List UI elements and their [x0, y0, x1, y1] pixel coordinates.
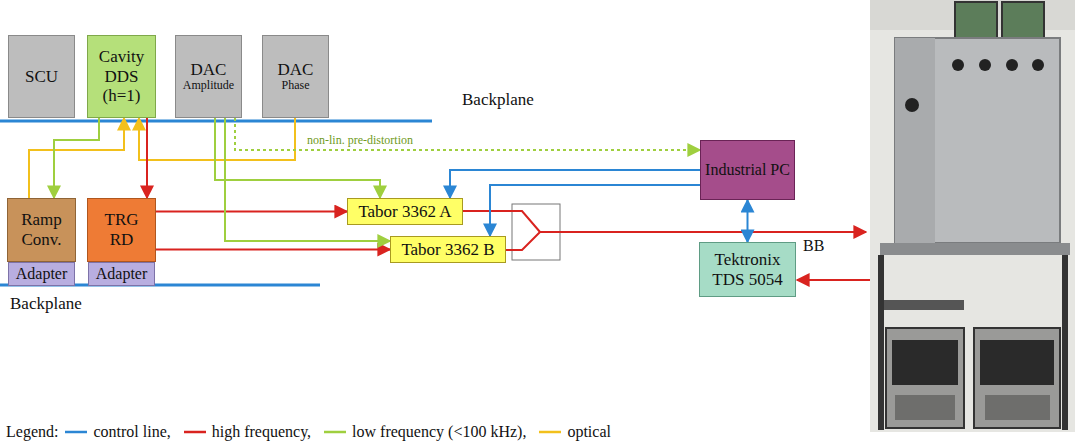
legend-line-sample — [538, 427, 562, 437]
air-filter — [1002, 2, 1044, 38]
adapter-box: Adapter — [88, 262, 155, 286]
signal-connector — [490, 185, 700, 236]
cabinet-hole — [905, 98, 919, 112]
signal-connector — [156, 249, 390, 251]
air-filter — [955, 2, 997, 38]
node-text: Tabor 3362 B — [401, 240, 494, 260]
bus-label: Backplane — [10, 294, 82, 314]
node-text: Adapter — [96, 265, 148, 283]
cabinet-hole — [1032, 59, 1044, 71]
legend-heading: Legend: — [6, 423, 58, 441]
node-text: DAC — [278, 60, 314, 80]
node-text: Phase — [282, 79, 310, 93]
node-text: Amplitude — [183, 79, 234, 93]
legend-line — [65, 431, 87, 434]
node-text: SCU — [25, 67, 58, 87]
control-unit-box: SCU — [8, 35, 75, 118]
rf-output-wire — [540, 231, 866, 233]
legend-line-sample — [183, 427, 207, 437]
amplifier-vent — [985, 395, 1050, 420]
dds-box: Cavity DDS (h=1) — [87, 35, 156, 118]
legend-item: control line, — [64, 423, 170, 441]
node-text: Adapter — [16, 265, 68, 283]
legend-line — [539, 431, 561, 434]
photo-background — [870, 0, 1075, 432]
signal-connector — [215, 118, 380, 198]
legend-line-sample — [323, 427, 347, 437]
node-text: DAC — [191, 60, 227, 80]
rack-frame — [1062, 255, 1068, 430]
dac-box: DACPhase — [262, 35, 329, 118]
node-text: Tektronix TDS 5054 — [703, 250, 792, 289]
amplifier-front — [892, 340, 958, 385]
signal-connector — [235, 118, 700, 150]
computer-box: Industrial PC — [700, 140, 795, 200]
signal-connector — [747, 200, 749, 242]
legend-text: low frequency (<100 kHz), — [352, 423, 526, 441]
signal-label: BB — [803, 237, 824, 255]
cabinet-shelf — [880, 243, 1070, 255]
legend-text: control line, — [93, 423, 170, 441]
node-text: Cavity DDS (h=1) — [91, 47, 152, 106]
signal-connector — [54, 118, 99, 198]
rf-wire — [506, 232, 540, 250]
legend-item: high frequency, — [183, 423, 311, 441]
signal-connector — [29, 118, 124, 198]
signal-connector — [139, 118, 295, 160]
amplifier-unit — [974, 328, 1060, 428]
cabinet-hole — [1006, 59, 1018, 71]
oscilloscope-box: Tektronix TDS 5054 — [699, 242, 796, 297]
trigger-box: TRG RD — [87, 198, 156, 262]
adapter-box: Adapter — [8, 262, 75, 286]
legend-line — [324, 431, 346, 434]
connector-label: non-lin. pre-distortion — [305, 134, 415, 147]
node-text: TRG RD — [91, 210, 152, 249]
node-text: Ramp Conv. — [11, 210, 72, 249]
legend: Legend: control line, high frequency, low f… — [6, 423, 617, 441]
legend-text: high frequency, — [212, 423, 311, 441]
cabinet-side — [895, 38, 935, 243]
node-text: Tabor 3362 A — [358, 202, 451, 222]
dac-box: DACAmplitude — [175, 35, 242, 118]
cable-tray — [884, 300, 964, 310]
legend-item: low frequency (<100 kHz), — [323, 423, 526, 441]
cabinet-hole — [952, 59, 964, 71]
legend-item: optical — [538, 423, 611, 441]
generator-box: Tabor 3362 B — [390, 236, 506, 263]
amplifier-unit — [886, 328, 964, 428]
signal-connector — [156, 211, 347, 213]
amplifier-vent — [895, 395, 955, 420]
generator-box: Tabor 3362 A — [347, 198, 463, 225]
signal-connector — [146, 118, 148, 198]
legend-line-sample — [64, 427, 88, 437]
cabinet-hole — [979, 59, 991, 71]
legend-line — [184, 431, 206, 434]
cabinet-housing — [895, 38, 1060, 243]
amplifier-front — [980, 340, 1054, 385]
rf-wire — [463, 211, 540, 232]
legend-text: optical — [567, 423, 611, 441]
rack-frame — [878, 255, 884, 430]
converter-box: Ramp Conv. — [7, 198, 76, 262]
node-text: Industrial PC — [705, 161, 790, 179]
rf-monitor-wire — [797, 279, 870, 281]
bus-label: Backplane — [462, 90, 534, 110]
